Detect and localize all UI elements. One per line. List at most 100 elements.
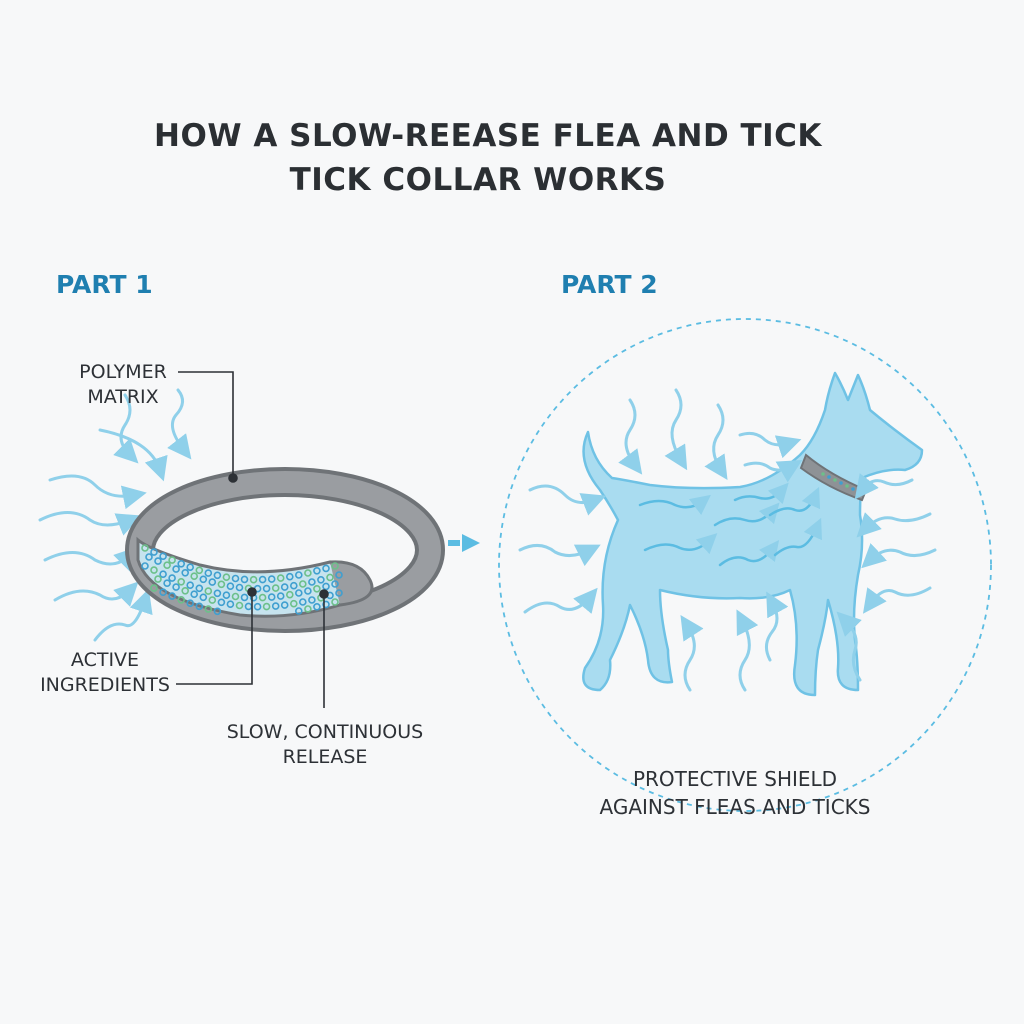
collar-wave-arrows	[38, 388, 192, 642]
part-2-heading: PART 2	[561, 270, 658, 299]
granule	[322, 600, 330, 609]
granule	[258, 575, 267, 584]
release-label-line-1: SLOW, CONTINUOUS	[226, 721, 424, 743]
granule	[235, 583, 244, 592]
granule	[313, 566, 321, 575]
granule	[217, 598, 226, 607]
granule	[262, 602, 271, 611]
granule	[253, 602, 262, 611]
granule	[204, 605, 213, 613]
granule	[190, 590, 198, 599]
granule	[285, 572, 294, 581]
granule	[154, 575, 162, 583]
granule	[304, 569, 312, 577]
granule	[317, 575, 325, 584]
granule	[331, 562, 339, 570]
granule	[280, 583, 289, 591]
granule	[163, 579, 171, 588]
granule	[213, 607, 222, 616]
granule	[195, 602, 204, 611]
granule	[177, 577, 185, 586]
granule	[240, 575, 249, 584]
granule	[190, 572, 198, 581]
title-line-2: TICK COLLAR WORKS	[289, 162, 667, 198]
release-label-line-2: RELEASE	[282, 746, 368, 768]
granule	[308, 596, 316, 604]
granule	[195, 566, 204, 575]
granule	[199, 593, 208, 602]
granule	[331, 580, 339, 588]
slow-release-label: SLOW, CONTINUOUS RELEASE	[210, 720, 440, 770]
granule	[331, 598, 339, 606]
granule	[322, 582, 330, 591]
granule	[154, 557, 162, 565]
granule	[258, 593, 267, 602]
granule	[276, 592, 285, 600]
granule	[313, 602, 321, 611]
granule	[240, 593, 249, 602]
shield-label-line-1: PROTECTIVE SHIELD	[632, 767, 838, 791]
granule	[141, 562, 149, 570]
granule	[159, 570, 167, 579]
granule	[304, 605, 312, 613]
active-label-line-2: INGREDIENTS	[40, 674, 170, 696]
granule	[280, 601, 289, 609]
granule	[163, 561, 171, 570]
granule	[235, 601, 244, 610]
granule	[150, 548, 158, 556]
granule	[313, 584, 321, 593]
granule	[181, 568, 189, 577]
granule	[304, 587, 312, 595]
granule	[322, 564, 330, 573]
granule	[141, 544, 149, 552]
granule	[213, 589, 222, 598]
granule	[262, 584, 271, 593]
polymer-label-line-1: POLYMER	[79, 361, 167, 383]
granule	[226, 582, 235, 591]
granule	[208, 578, 217, 586]
granule	[222, 573, 231, 582]
granule	[177, 595, 185, 604]
part-1-heading: PART 1	[56, 270, 153, 299]
granule	[186, 599, 194, 608]
granule	[276, 574, 285, 582]
granule	[172, 565, 180, 573]
granule	[199, 575, 208, 584]
granule	[298, 580, 307, 588]
granule	[145, 553, 153, 561]
granule	[308, 578, 316, 586]
protective-shield-circle	[498, 318, 992, 812]
granule	[177, 559, 185, 568]
granule	[159, 552, 167, 561]
granule	[267, 575, 276, 583]
granule	[213, 571, 222, 580]
shield-label-line-2: AGAINST FLEAS AND TICKS	[599, 795, 871, 819]
granule	[168, 574, 176, 582]
granule	[271, 602, 280, 610]
granule	[271, 584, 280, 592]
granule	[231, 574, 240, 583]
granule	[298, 598, 307, 606]
granule	[186, 563, 194, 572]
granule	[294, 589, 303, 597]
active-label-line-1: ACTIVE	[70, 649, 140, 671]
granule	[204, 587, 213, 595]
granule	[226, 600, 235, 609]
granule	[208, 596, 217, 604]
granule	[159, 588, 167, 597]
leader-lines	[176, 371, 329, 708]
granule	[217, 580, 226, 589]
polymer-label-line-2: MATRIX	[87, 386, 159, 408]
granule	[150, 566, 158, 574]
granule	[150, 584, 158, 592]
protective-shield-label: PROTECTIVE SHIELD AGAINST FLEAS AND TICK…	[570, 765, 900, 821]
polymer-matrix-label: POLYMER MATRIX	[68, 360, 178, 410]
granule	[249, 575, 258, 584]
granule	[222, 591, 231, 600]
granule	[168, 556, 176, 564]
granule	[335, 571, 343, 579]
granule	[294, 571, 303, 579]
granule	[195, 584, 204, 593]
granule	[326, 573, 334, 582]
